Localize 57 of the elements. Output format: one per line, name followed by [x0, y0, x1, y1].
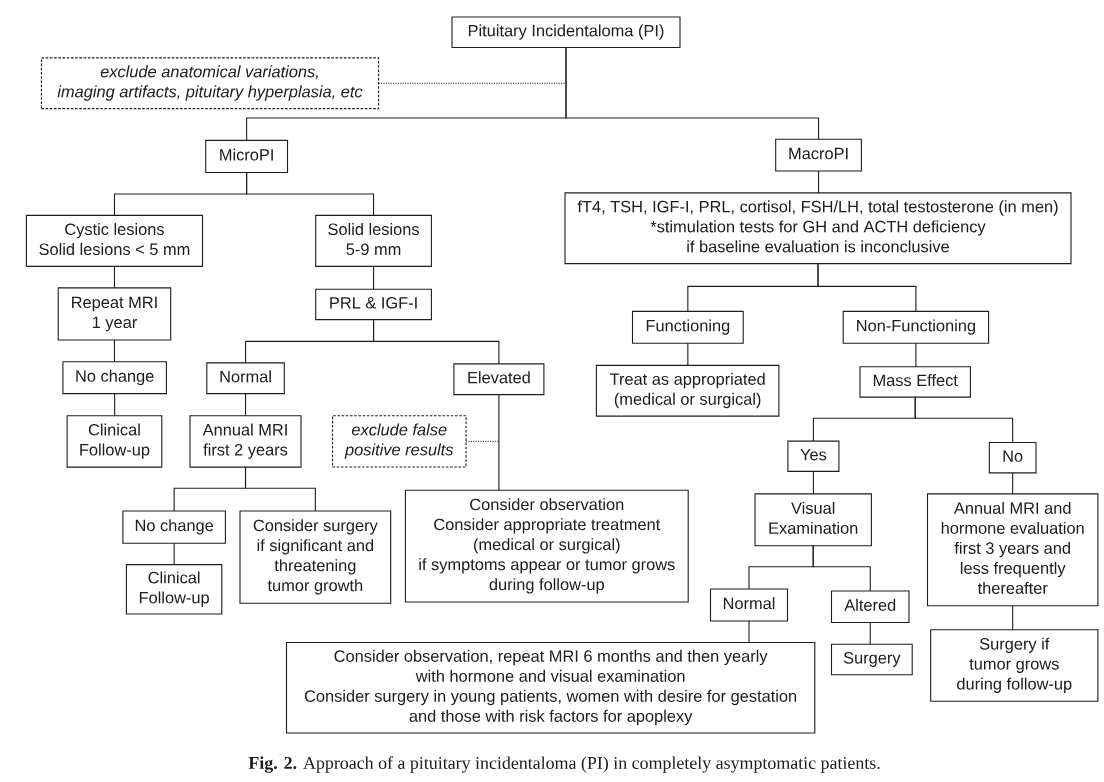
- connector-line: [113, 339, 115, 363]
- connector-line: [113, 265, 115, 289]
- process-box: Altered: [830, 590, 910, 624]
- process-box: Yes: [787, 440, 840, 472]
- process-box: Treat as appropriated (medical or surgical): [595, 364, 780, 417]
- connector-line: [498, 394, 500, 491]
- note-box: exclude false positive results: [331, 415, 467, 468]
- connector-line: [817, 263, 917, 312]
- process-box: Annual MRI first 2 years: [189, 415, 302, 468]
- process-box: Non-Functioning: [842, 310, 990, 344]
- connector-line: [373, 265, 375, 290]
- process-box: Consider observation, repeat MRI 6 months and then yearly with hormone and visual examination Consider surgery in young patients, women with desire for gestation and those with risk factors for apoplexy: [285, 641, 816, 734]
- process-box: No change: [62, 361, 167, 395]
- connector-line: [1012, 472, 1014, 495]
- process-box: Clinical Follow-up: [125, 564, 223, 615]
- process-box: MacroPI: [775, 138, 862, 172]
- connector-line: [114, 393, 116, 417]
- connector-line: [687, 342, 689, 366]
- process-box: Surgery: [830, 643, 913, 676]
- connector-line: [812, 470, 814, 495]
- process-box: MicroPI: [205, 139, 289, 174]
- connector-line: [565, 46, 820, 140]
- process-box: Consider surgery if significant and threatening tumor growth: [239, 510, 392, 604]
- process-box: Consider observation Consider appropriate treatment (medical or surgical) if symptoms appear or tumor grows during follow-up: [404, 489, 689, 603]
- connector-line: [869, 621, 871, 645]
- connector-line: [246, 171, 375, 216]
- connector-line: [1012, 605, 1014, 631]
- process-box: No: [988, 441, 1037, 474]
- process-box: PRL & IGF-I: [315, 288, 432, 321]
- connector-line: [244, 466, 316, 512]
- process-box: No change: [122, 510, 226, 544]
- connector-line: [173, 542, 175, 566]
- process-box: Pituitary Incidentaloma (PI): [451, 16, 681, 49]
- connector-line: [818, 170, 820, 194]
- process-box: Visual Examination: [754, 493, 872, 547]
- process-box: Functioning: [631, 310, 744, 344]
- process-box: Mass Effect: [859, 366, 971, 398]
- connector-line: [812, 545, 871, 592]
- process-box: Surgery if tumor grows during follow-up: [930, 629, 1099, 702]
- process-box: Solid lesions 5-9 mm: [315, 214, 432, 267]
- process-box: Clinical Follow-up: [66, 415, 163, 468]
- process-box: Elevated: [453, 363, 545, 396]
- caption: Fig. 2. Approach of a pituitary incidentaloma (PI) in completely asymptomatic patients.: [248, 756, 880, 773]
- connector-line: [748, 620, 750, 644]
- process-box: Repeat MRI 1 year: [57, 287, 172, 341]
- process-box: Normal: [709, 588, 789, 622]
- leader-line: [465, 440, 500, 442]
- process-box: fT4, TSH, IGF-I, PRL, cortisol, FSH/LH, total testosterone (in men) *stimulation tests for GH and ACTH deficiency if baseline evaluation is inconclusive: [564, 192, 1072, 265]
- connector-line: [373, 319, 500, 365]
- leader-line: [378, 82, 567, 84]
- connector-line: [245, 393, 247, 417]
- process-box: Cystic lesions Solid lesions < 5 mm: [25, 214, 204, 267]
- connector-line: [914, 396, 1014, 444]
- connector-line: [915, 342, 917, 368]
- process-box: Normal: [206, 362, 285, 395]
- note-box: exclude anatomical variations, imaging artifacts, pituitary hyperplasia, etc: [40, 57, 380, 110]
- process-box: Annual MRI and hormone evaluation first 3 years and less frequently thereafter: [926, 493, 1099, 607]
